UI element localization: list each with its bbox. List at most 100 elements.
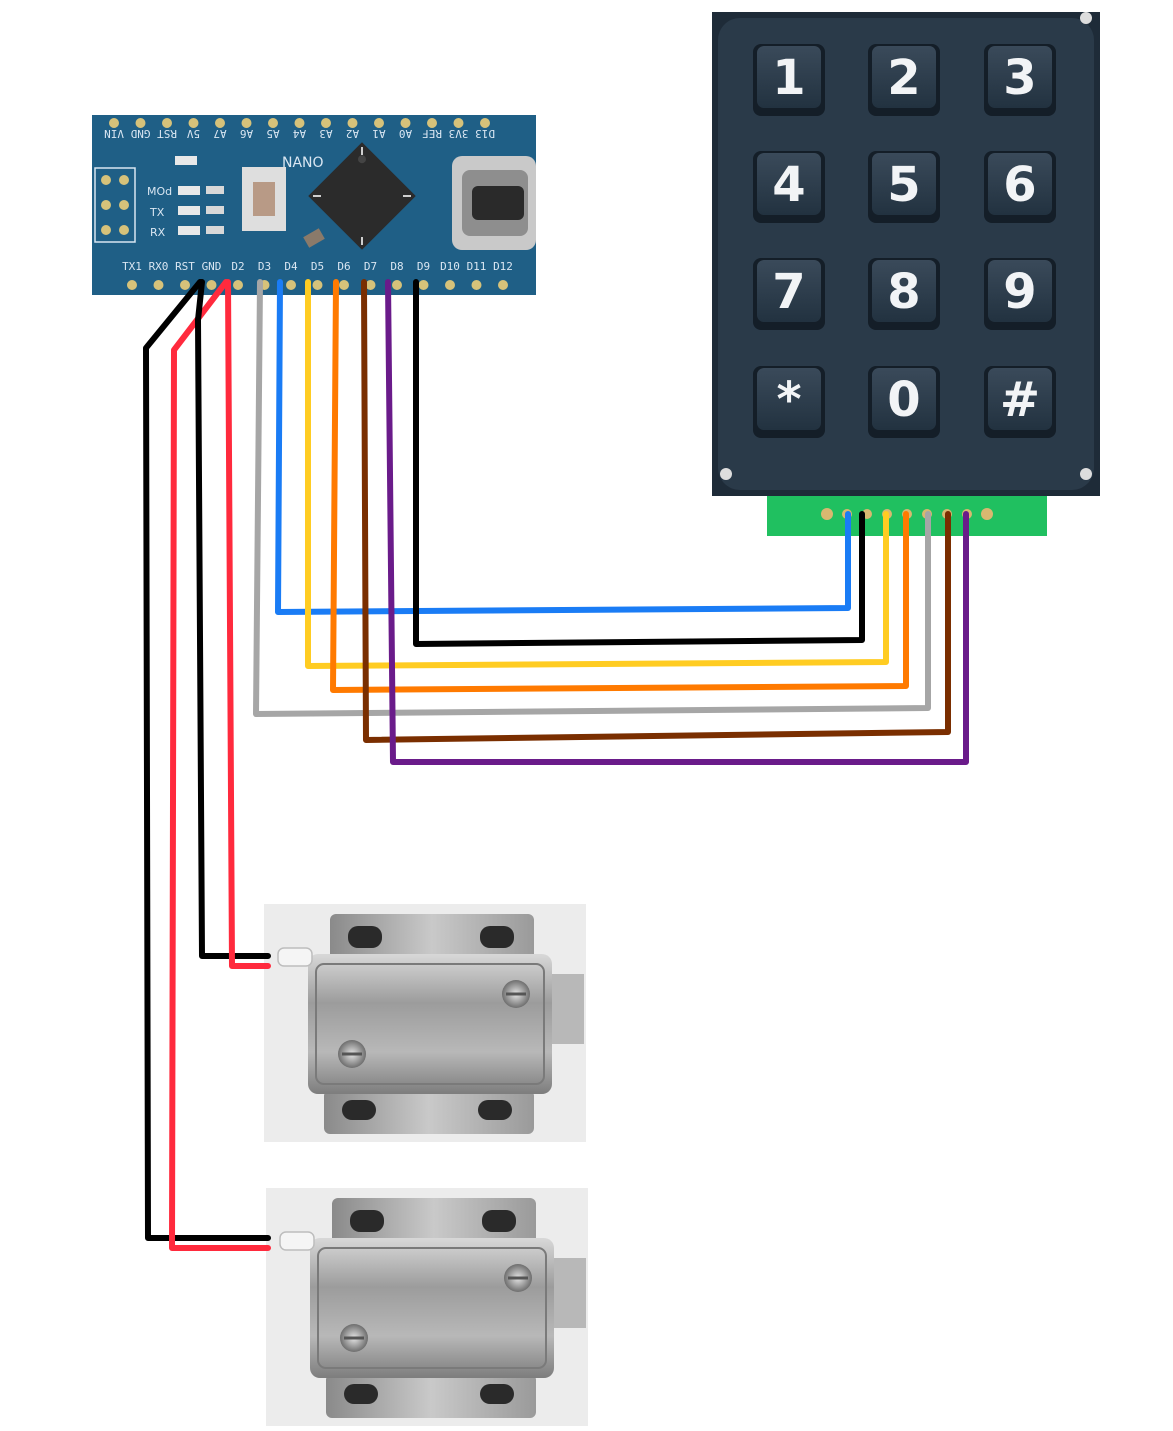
top-pin-label: A7 <box>213 127 226 140</box>
key-4[interactable]: 4 <box>753 151 825 223</box>
top-pin-label: A1 <box>372 127 385 140</box>
top-pin-label: A6 <box>240 127 253 140</box>
wire-black-d9 <box>413 279 865 647</box>
key-label: 8 <box>887 264 920 320</box>
bottom-pin-label: D3 <box>258 260 271 273</box>
silk-tx: TX <box>149 206 165 219</box>
led-tx <box>178 206 200 215</box>
key-label: 5 <box>887 157 920 213</box>
top-pin-label: REF <box>422 127 442 140</box>
silk-mod: MOd <box>147 185 172 198</box>
silk-rx: RX <box>150 226 166 239</box>
bottom-header-pin <box>392 280 402 290</box>
mount-plate-bottom <box>324 1090 534 1134</box>
key-hash[interactable]: # <box>984 366 1056 438</box>
bottom-pin-label: RST <box>175 260 195 273</box>
top-header-pin <box>241 118 252 128</box>
key-9[interactable]: 9 <box>984 258 1056 330</box>
key-label: # <box>1000 372 1040 428</box>
top-header-pin <box>215 118 225 128</box>
key-label: 0 <box>887 372 920 428</box>
top-header-pin <box>427 118 437 128</box>
mount-plate-top <box>330 914 534 962</box>
bottom-pin-label: D12 <box>493 260 513 273</box>
bottom-header-pin <box>339 280 349 290</box>
top-header-pin <box>135 118 146 128</box>
wire-purple <box>385 279 969 765</box>
keypad-keys: 1 2 3 4 5 6 7 8 9 * 0 # <box>753 44 1056 438</box>
key-6[interactable]: 6 <box>984 151 1056 223</box>
wire-gray <box>253 279 931 717</box>
bottom-header-pins <box>127 280 508 290</box>
wire-blue <box>275 279 851 615</box>
bottom-pin-label: D7 <box>364 260 377 273</box>
bottom-pin-label: RX0 <box>149 260 169 273</box>
bottom-pin-label: D10 <box>440 260 460 273</box>
bottom-header-pin <box>312 280 323 290</box>
bottom-pin-label: D5 <box>311 260 324 273</box>
bottom-pin-label: D4 <box>284 260 298 273</box>
top-header-pin <box>480 118 490 128</box>
wire-brown <box>361 279 951 743</box>
bottom-header-pin <box>206 280 217 290</box>
board-name: NANO <box>282 155 324 171</box>
top-header-pin <box>188 118 199 128</box>
lock-body <box>310 1238 554 1378</box>
mount-plate-bottom <box>326 1374 536 1418</box>
keypad-4x3: 1 2 3 4 5 6 7 8 9 * 0 # <box>712 12 1100 536</box>
wire-black-lock2 <box>143 279 271 1241</box>
bottom-header-pin <box>418 280 429 290</box>
bottom-pin-label: D11 <box>467 260 487 273</box>
key-label: 9 <box>1003 264 1036 320</box>
key-5[interactable]: 5 <box>868 151 940 223</box>
key-7[interactable]: 7 <box>753 258 825 330</box>
top-pin-label: RST <box>157 127 177 140</box>
top-header-pin <box>294 118 305 128</box>
top-pin-label: 5V <box>187 127 201 140</box>
key-1[interactable]: 1 <box>753 44 825 116</box>
led-mod <box>178 186 200 195</box>
bottom-header-pin <box>471 280 482 290</box>
crystal <box>303 228 325 248</box>
top-header-pin <box>268 118 278 128</box>
cable-sleeve <box>279 1231 315 1251</box>
top-header-pin <box>109 118 119 128</box>
key-label: 1 <box>772 50 805 106</box>
top-header-pin <box>162 118 172 128</box>
key-label: 7 <box>772 264 805 320</box>
wire-black-lock1 <box>195 279 271 959</box>
mcu-chip <box>308 142 416 250</box>
key-label: 4 <box>772 157 805 213</box>
key-0[interactable]: 0 <box>868 366 940 438</box>
top-pin-label: VIN <box>104 127 124 140</box>
solenoid-lock-1 <box>264 904 586 1142</box>
top-pin-label: D13 <box>475 127 495 140</box>
key-label: 6 <box>1003 157 1036 213</box>
bottom-header-pin <box>233 280 243 290</box>
top-header-pin <box>400 118 411 128</box>
top-pin-label: GND <box>131 127 151 140</box>
key-8[interactable]: 8 <box>868 258 940 330</box>
bottom-pin-label: D8 <box>390 260 403 273</box>
bottom-header-pin <box>127 280 137 290</box>
bottom-header-pin <box>180 280 190 290</box>
icsp-header <box>94 167 136 243</box>
bottom-header-pin <box>498 280 508 290</box>
wire-red-lock2 <box>169 279 271 1251</box>
bottom-header-pin <box>365 280 376 290</box>
top-header-pin <box>321 118 331 128</box>
led-rx <box>178 226 200 235</box>
top-header-pin <box>347 118 358 128</box>
key-3[interactable]: 3 <box>984 44 1056 116</box>
key-label: * <box>776 372 801 428</box>
key-star[interactable]: * <box>753 366 825 438</box>
top-pin-label: A4 <box>293 127 307 140</box>
key-label: 3 <box>1003 50 1036 106</box>
reset-button <box>253 182 275 216</box>
bottom-header-pin <box>445 280 455 290</box>
key-2[interactable]: 2 <box>868 44 940 116</box>
